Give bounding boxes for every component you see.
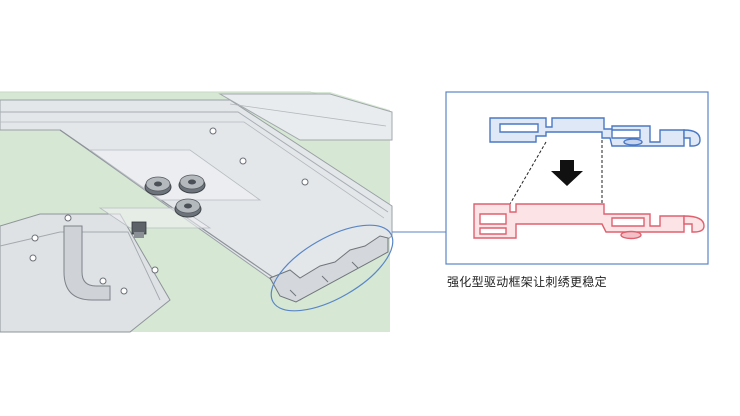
guide-line-left [509, 141, 547, 205]
isometric-illustration [0, 91, 394, 333]
down-arrow-icon [551, 160, 583, 186]
lower-frame [0, 213, 171, 333]
rail-end-profile [269, 235, 389, 303]
u-bracket [63, 225, 111, 301]
bearing-wheels [144, 174, 206, 218]
upper-rail [218, 93, 393, 141]
caption-text: 强化型驱动框架让刺绣更稳定 [447, 275, 607, 289]
highlight-ellipse [270, 224, 394, 312]
profile-original-blue [489, 117, 701, 147]
profile-reinforced-red [473, 203, 705, 240]
carriage-plate [88, 149, 262, 201]
screws [29, 127, 309, 295]
